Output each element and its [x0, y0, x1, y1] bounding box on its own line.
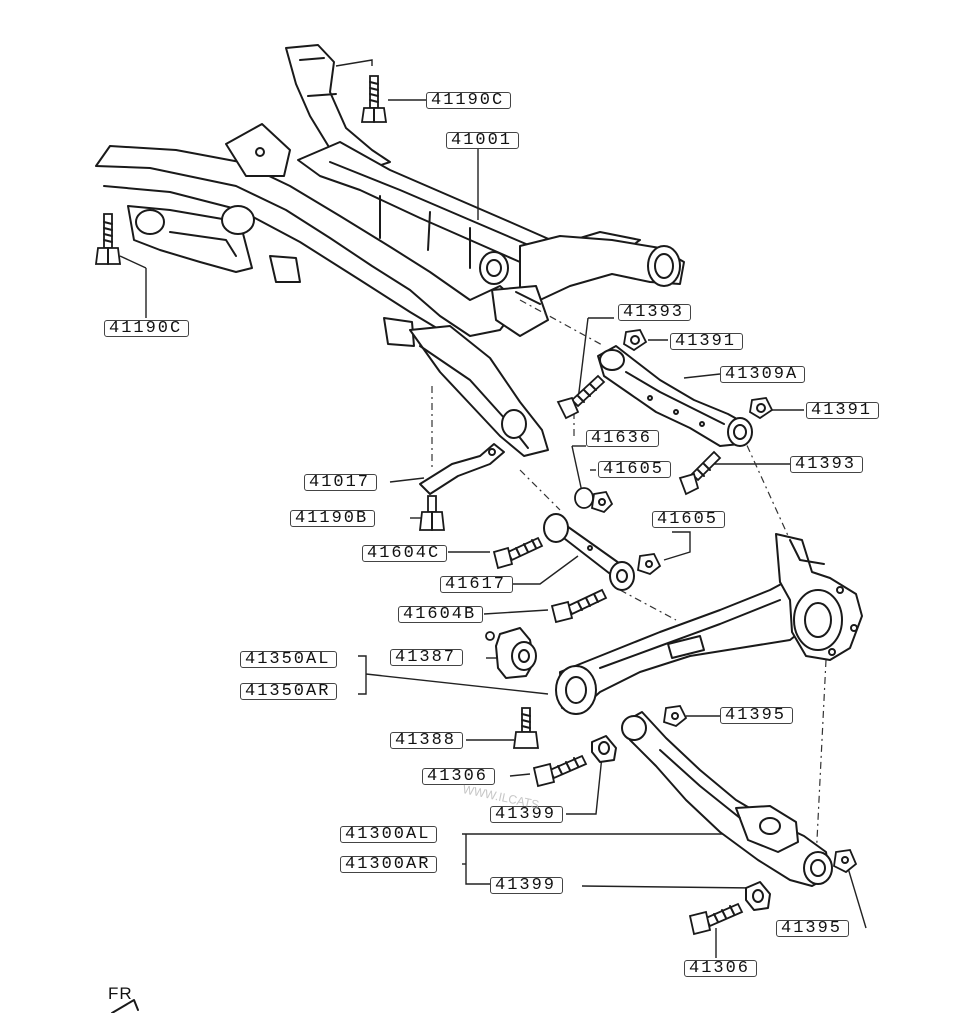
- bolt-41388: [512, 707, 540, 749]
- label-41306-b[interactable]: 41306: [684, 960, 758, 977]
- label-41387[interactable]: 41387: [390, 649, 464, 666]
- bracket-41017: [419, 443, 505, 495]
- nut-41391-a: [623, 329, 648, 352]
- label-41605-b[interactable]: 41605: [652, 511, 726, 528]
- bolt-41306-a: [532, 754, 588, 788]
- lower-arm-41300: [621, 711, 833, 887]
- nut-41605-b: [637, 553, 662, 576]
- label-41350AL[interactable]: 41350AL: [240, 651, 338, 668]
- label-41190B[interactable]: 41190B: [290, 510, 376, 527]
- label-41300AL[interactable]: 41300AL: [340, 826, 438, 843]
- label-41604B[interactable]: 41604B: [398, 606, 484, 623]
- washer-41636: [574, 487, 594, 509]
- label-41350AR[interactable]: 41350AR: [240, 683, 338, 700]
- nut-41395-a: [663, 705, 688, 728]
- nut-41395-b: [833, 849, 858, 874]
- bolt-41393-a: [556, 374, 606, 420]
- label-41309A[interactable]: 41309A: [720, 366, 806, 383]
- upper-arm-41309A: [597, 345, 753, 447]
- label-41399-a[interactable]: 41399: [490, 806, 564, 823]
- bolt-41190C-left: [94, 213, 122, 265]
- label-41605-a[interactable]: 41605: [598, 461, 672, 478]
- bolt-41190B: [418, 495, 446, 531]
- label-41399-b[interactable]: 41399: [490, 877, 564, 894]
- bushing-41387: [485, 627, 537, 679]
- fasteners: [94, 75, 858, 936]
- label-41617[interactable]: 41617: [440, 576, 514, 593]
- label-41306-a[interactable]: 41306: [422, 768, 496, 785]
- link-41617: [543, 513, 635, 591]
- front-marker: FR: [108, 984, 133, 1003]
- label-41388[interactable]: 41388: [390, 732, 464, 749]
- label-41001[interactable]: 41001: [446, 132, 520, 149]
- label-41190C-left[interactable]: 41190C: [104, 320, 190, 337]
- label-41395-b[interactable]: 41395: [776, 920, 850, 937]
- bushings-41399: [591, 735, 771, 911]
- bolt-41604C: [492, 536, 544, 570]
- label-41395-a[interactable]: 41395: [720, 707, 794, 724]
- label-41636[interactable]: 41636: [586, 430, 660, 447]
- label-41393-a[interactable]: 41393: [618, 304, 692, 321]
- nut-41391-b: [749, 397, 774, 420]
- rear-crossmember: [95, 44, 685, 457]
- bolt-41393-b: [678, 450, 722, 496]
- label-41300AR[interactable]: 41300AR: [340, 856, 438, 873]
- label-41604C[interactable]: 41604C: [362, 545, 448, 562]
- nut-41605-a: [591, 491, 614, 514]
- label-41017[interactable]: 41017: [304, 474, 378, 491]
- label-41190C-top[interactable]: 41190C: [426, 92, 512, 109]
- bolt-41306-b: [688, 902, 744, 936]
- label-41391-b[interactable]: 41391: [806, 402, 880, 419]
- label-41393-b[interactable]: 41393: [790, 456, 864, 473]
- front-arrow-icon: [111, 999, 139, 1013]
- leader-lines: [119, 59, 867, 958]
- bolt-41190C-top: [360, 75, 388, 123]
- bolt-41604B: [550, 588, 608, 624]
- trailing-arm-41350: [555, 533, 863, 715]
- label-41391-a[interactable]: 41391: [670, 333, 744, 350]
